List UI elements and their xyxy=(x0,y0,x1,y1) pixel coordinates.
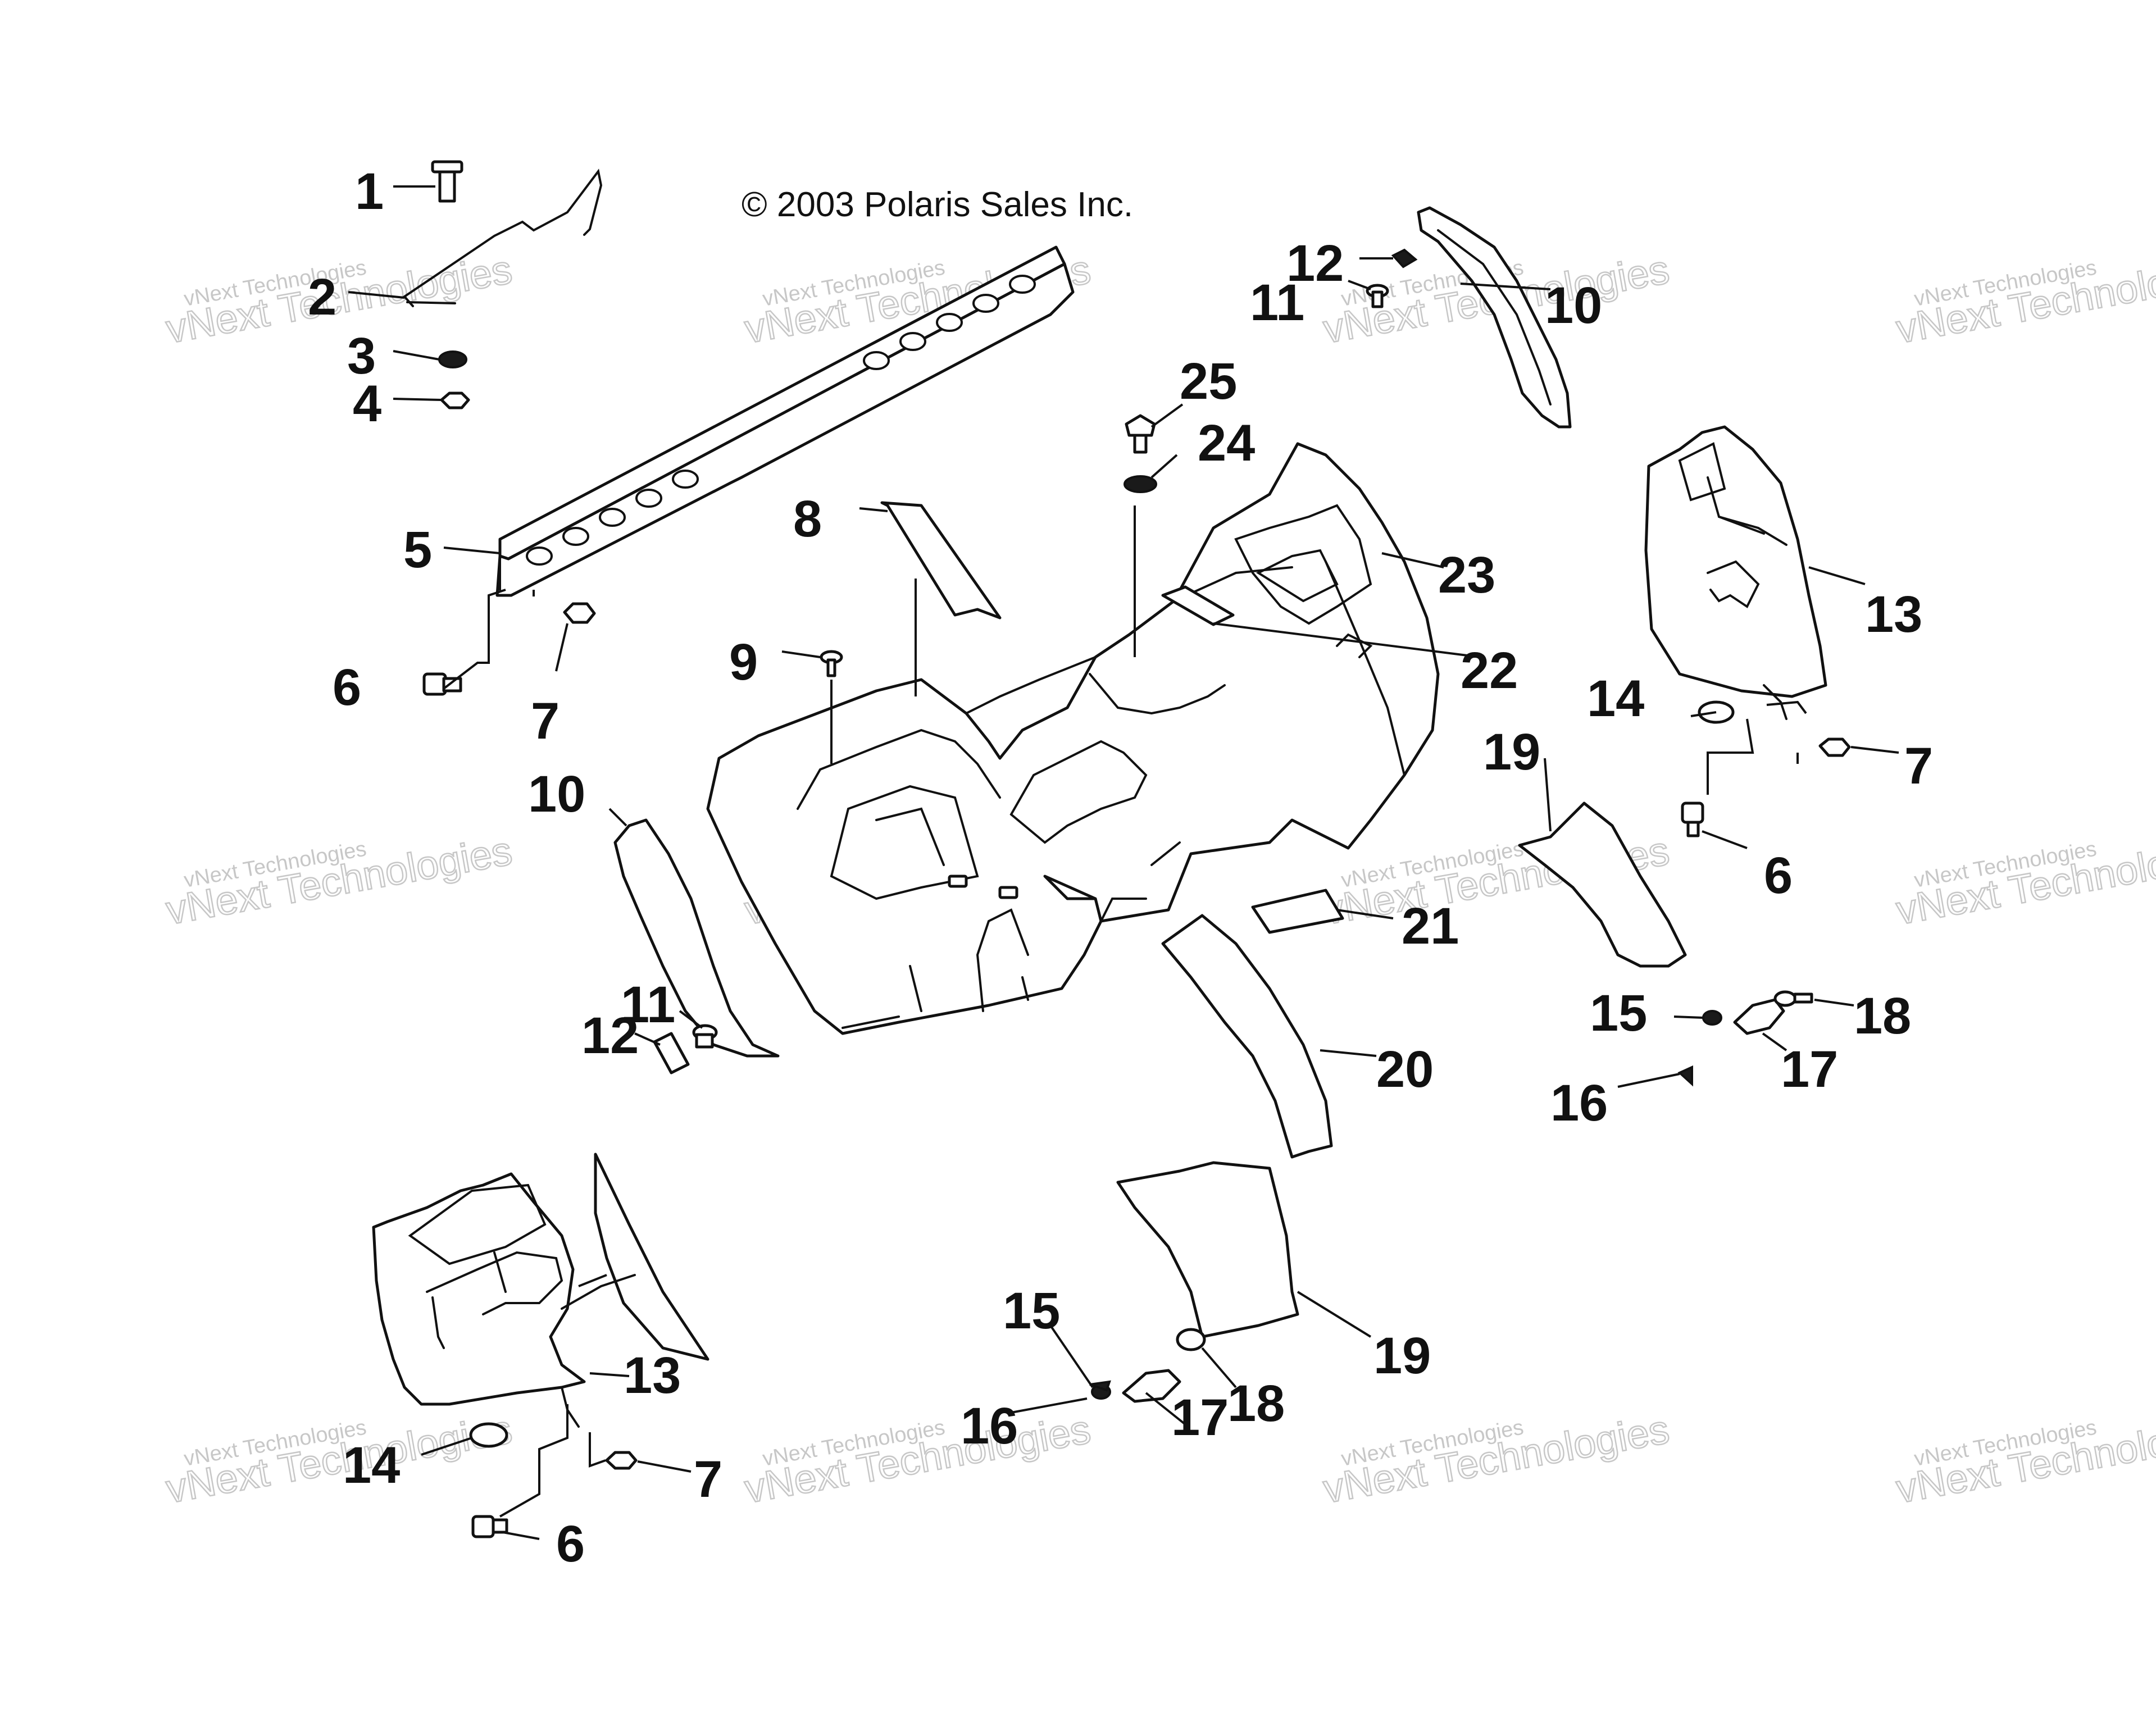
part-6-bolt-right xyxy=(1681,801,1704,837)
part-3-washer xyxy=(438,350,467,368)
part-2-rod xyxy=(402,168,603,307)
callout-15-lower: 15 xyxy=(1003,1282,1060,1340)
callout-19-right: 19 xyxy=(1483,723,1540,781)
part-7-nut-left xyxy=(605,1451,638,1470)
callout-19-lower: 19 xyxy=(1373,1327,1431,1385)
part-12-clip-left xyxy=(653,1032,690,1074)
part-18-pin-right xyxy=(1773,990,1813,1007)
part-13-mudflap-right xyxy=(1644,425,1827,720)
callout-17-lower: 17 xyxy=(1171,1389,1229,1446)
callout-6-left: 6 xyxy=(556,1515,585,1573)
rear-cab-body xyxy=(706,442,1440,1035)
callout-21: 21 xyxy=(1402,898,1459,955)
callout-22: 22 xyxy=(1461,642,1518,699)
callout-2: 2 xyxy=(308,268,336,326)
part-7-nut-rack xyxy=(563,602,596,624)
part-7-nut-right xyxy=(1818,737,1851,757)
parts xyxy=(372,160,1851,1538)
part-22-decal xyxy=(1161,585,1235,626)
callout-labels: 1 2 3 4 5 6 7 8 9 10 11 12 25 24 12 11 1… xyxy=(308,163,1933,1573)
part-11-screw-right xyxy=(1366,284,1389,308)
part-19-flare-lower xyxy=(1116,1161,1299,1338)
part-16-screw-right xyxy=(1677,1065,1693,1087)
callout-11-right: 11 xyxy=(1250,274,1304,331)
part-20-inner-fender xyxy=(1161,914,1333,1159)
callout-3: 3 xyxy=(347,327,376,385)
part-9-screw xyxy=(820,650,843,677)
callout-16-lower: 16 xyxy=(961,1397,1018,1455)
callout-5: 5 xyxy=(403,521,432,579)
callout-10-right: 10 xyxy=(1545,277,1602,334)
part-25-pushpin xyxy=(1125,414,1156,454)
callout-24: 24 xyxy=(1198,415,1255,472)
callout-10-left: 10 xyxy=(528,766,585,823)
part-1-bolt xyxy=(431,160,463,203)
callout-7-right: 7 xyxy=(1904,737,1933,795)
callout-14-right: 14 xyxy=(1587,670,1644,727)
part-16-screw-lower xyxy=(1089,1380,1111,1392)
callout-6-right: 6 xyxy=(1764,847,1793,904)
callout-14-left: 14 xyxy=(343,1437,400,1494)
callout-17-right: 17 xyxy=(1781,1041,1838,1098)
callout-7-rack: 7 xyxy=(531,693,560,750)
callout-20: 20 xyxy=(1376,1041,1434,1098)
callout-7-left: 7 xyxy=(694,1451,722,1508)
part-17-plate-lower xyxy=(1122,1369,1181,1403)
part-13-mudflap-left xyxy=(372,1153,709,1428)
callout-18-right: 18 xyxy=(1854,987,1911,1045)
part-15-bushing-right xyxy=(1702,1010,1722,1026)
leader-lines xyxy=(348,185,1899,1540)
part-5-rack-bar xyxy=(495,245,1075,597)
callout-4: 4 xyxy=(353,375,381,432)
part-24-washer xyxy=(1124,475,1157,493)
callout-12-left: 12 xyxy=(581,1007,639,1064)
callout-11-left: 11 xyxy=(621,976,675,1033)
callout-12-right: 12 xyxy=(1286,235,1344,292)
callout-13-right: 13 xyxy=(1865,586,1922,643)
callout-9: 9 xyxy=(729,634,758,691)
part-14-plug-left xyxy=(469,1422,508,1448)
callout-16-right: 16 xyxy=(1550,1074,1608,1132)
part-18-plug-lower xyxy=(1176,1328,1206,1351)
part-11-screw-left xyxy=(692,1024,718,1049)
callout-25: 25 xyxy=(1180,353,1237,410)
part-10-trim-strip-right xyxy=(1417,206,1572,429)
copyright-notice: © 2003 Polaris Sales Inc. xyxy=(742,185,1133,224)
callout-8: 8 xyxy=(793,490,822,548)
callout-15-right: 15 xyxy=(1590,985,1647,1042)
part-21-decal xyxy=(1251,889,1344,934)
part-12-clip-right xyxy=(1391,248,1418,268)
callout-6-rack: 6 xyxy=(333,659,361,716)
part-10-trim-strip-left xyxy=(613,818,780,1058)
part-8-bracket xyxy=(880,501,1002,620)
part-19-flare-right xyxy=(1518,801,1687,968)
part-17-plate-right xyxy=(1733,998,1785,1035)
part-4-nut xyxy=(440,391,470,409)
callout-1: 1 xyxy=(355,163,384,220)
callout-23: 23 xyxy=(1438,547,1495,604)
part-6-bolt-rack xyxy=(422,672,462,696)
callout-18-lower: 18 xyxy=(1227,1375,1285,1432)
part-6-bolt-left xyxy=(471,1515,508,1538)
callout-13-left: 13 xyxy=(624,1347,681,1404)
